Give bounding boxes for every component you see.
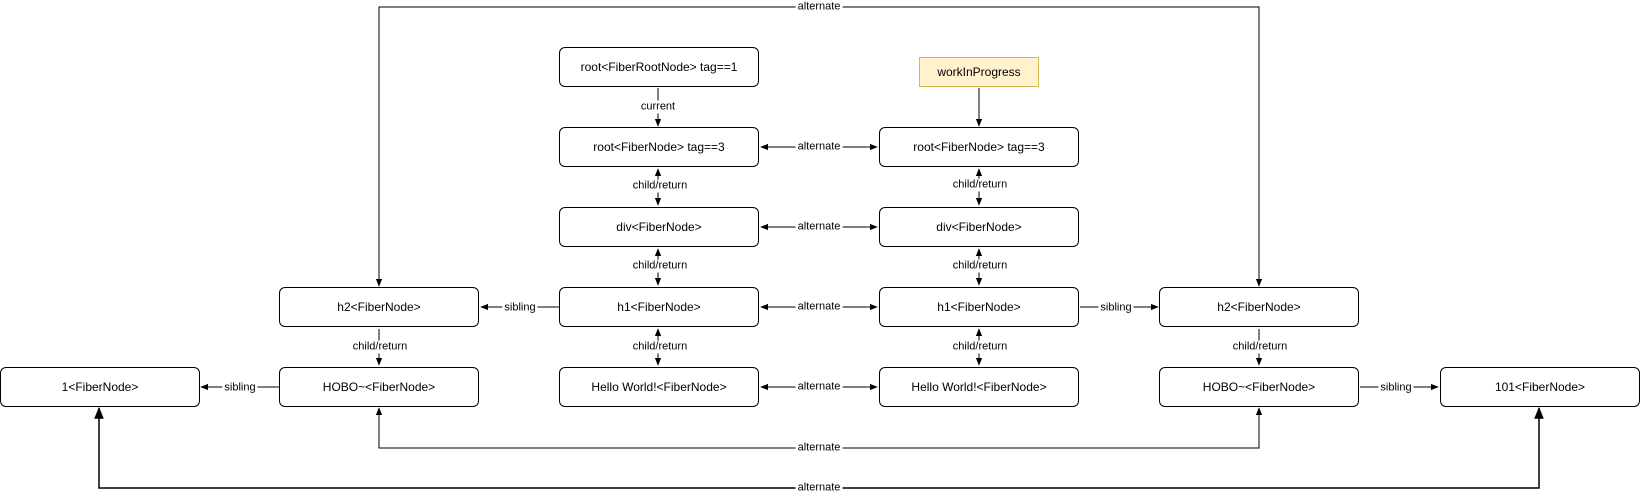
edge-label-alternate-root: alternate [795,140,843,154]
edge-label-sibling-h1-h2-wip: sibling [1098,301,1134,315]
edge-label-alternate-top: alternate [795,0,843,14]
edge-label-alternate-h1: alternate [795,300,843,314]
hello-world-fiber-node-wip: Hello World!<FiberNode> [879,367,1079,407]
edge-label-alternate-hello: alternate [795,380,843,394]
div-fiber-node-current: div<FiberNode> [559,207,759,247]
edge-label-child-return-4: child/return [950,178,1010,192]
hobo-fiber-node-current: HOBO~<FiberNode> [279,367,479,407]
edge-label-child-return-5: child/return [950,259,1010,273]
edge-label-child-return-6: child/return [950,340,1010,354]
edge-label-sibling-hobo-101: sibling [1378,381,1414,395]
edge-label-alternate-div: alternate [795,220,843,234]
edge-label-child-return-1: child/return [630,179,690,193]
root-fiber-node-current: root<FiberNode> tag==3 [559,127,759,167]
h1-fiber-node-current: h1<FiberNode> [559,287,759,327]
hundred-one-fiber-node: 101<FiberNode> [1440,367,1640,407]
root-fiber-node-wip: root<FiberNode> tag==3 [879,127,1079,167]
edge-label-sibling-hobo-1: sibling [222,381,258,395]
div-fiber-node-wip: div<FiberNode> [879,207,1079,247]
work-in-progress-node: workInProgress [919,57,1039,87]
fiber-root-node: root<FiberRootNode> tag==1 [559,47,759,87]
one-fiber-node: 1<FiberNode> [0,367,200,407]
edge-label-child-return-8: child/return [1230,340,1290,354]
edge-label-alternate-bottom: alternate [795,481,843,495]
hello-world-fiber-node-current: Hello World!<FiberNode> [559,367,759,407]
edge-label-current: current [638,100,678,114]
hobo-fiber-node-wip: HOBO~<FiberNode> [1159,367,1359,407]
h2-fiber-node-current: h2<FiberNode> [279,287,479,327]
h2-fiber-node-wip: h2<FiberNode> [1159,287,1359,327]
edge-label-child-return-3: child/return [630,340,690,354]
edge-label-alternate-hobo: alternate [795,441,843,455]
edge-label-sibling-h1-h2-current: sibling [502,301,538,315]
edge-label-child-return-2: child/return [630,259,690,273]
h1-fiber-node-wip: h1<FiberNode> [879,287,1079,327]
edge-label-child-return-7: child/return [350,340,410,354]
